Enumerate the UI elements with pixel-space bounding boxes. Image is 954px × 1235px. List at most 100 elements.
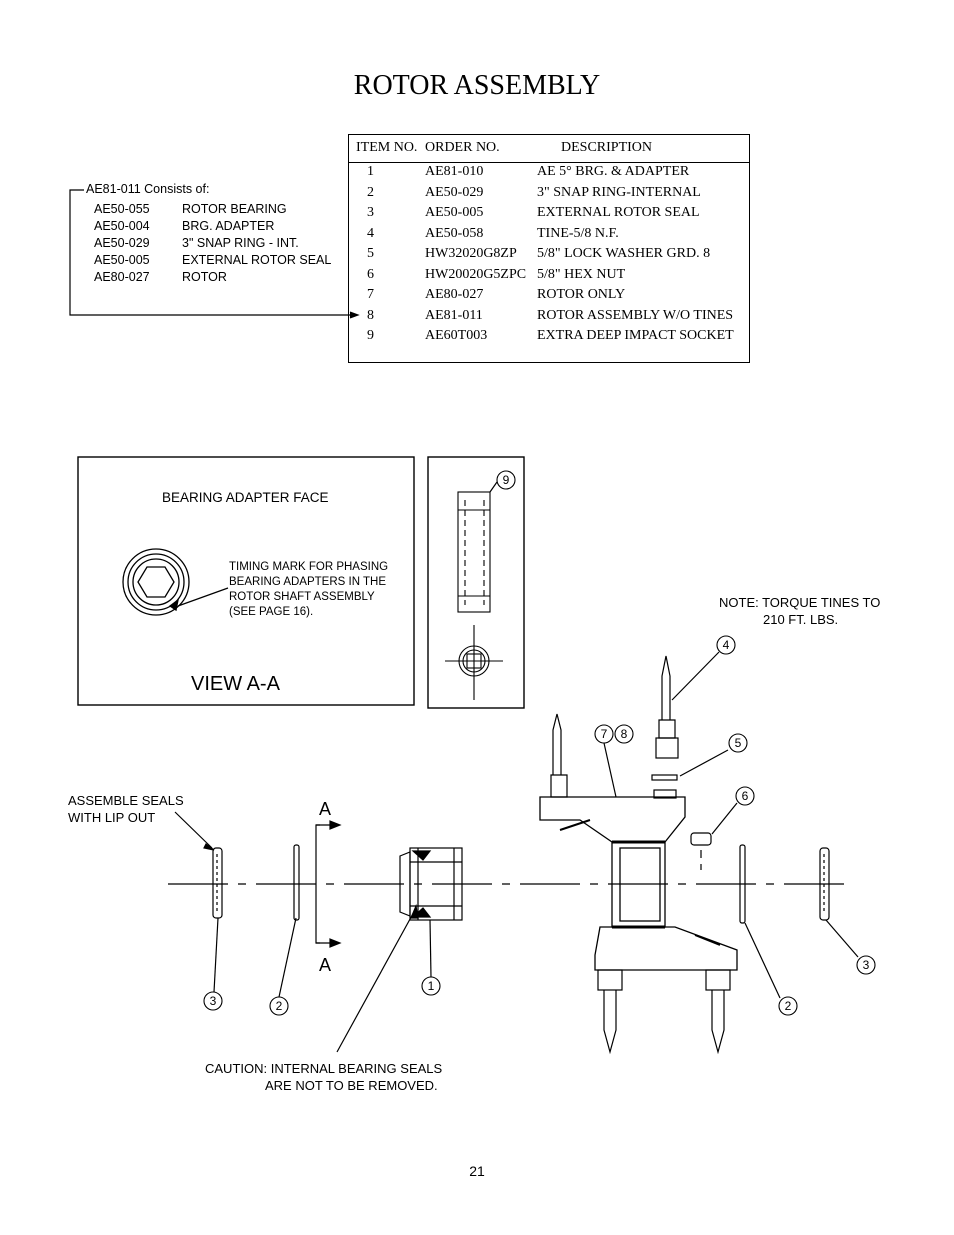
callout-78-leader bbox=[603, 742, 617, 798]
description: EXTERNAL ROTOR SEAL bbox=[537, 205, 700, 220]
table-header: ITEM NO. ORDER NO. DESCRIPTION bbox=[349, 135, 749, 163]
part-code: AE50-055 bbox=[94, 202, 150, 216]
item-no: 7 bbox=[367, 287, 374, 302]
list-item: AE50-029 3" SNAP RING - INT. bbox=[94, 236, 299, 250]
item-no: 2 bbox=[367, 184, 374, 200]
callout-3-balloon-right bbox=[856, 955, 876, 975]
socket-view-frame bbox=[427, 456, 525, 709]
callout-2-number-right: 2 bbox=[785, 999, 792, 1013]
callout-7-number: 7 bbox=[601, 727, 608, 741]
part-code: AE80-027 bbox=[94, 270, 150, 284]
item-no: 3 bbox=[367, 205, 374, 220]
callout-5-leader bbox=[679, 749, 729, 777]
callout-3-number-right: 3 bbox=[863, 958, 870, 972]
callout-7-balloon bbox=[594, 724, 614, 744]
item-no: 1 bbox=[367, 164, 374, 179]
item-no: 8 bbox=[367, 307, 374, 323]
caution-leader bbox=[336, 909, 416, 1053]
callout-4-balloon bbox=[716, 635, 736, 655]
table-row: 7 AE80-027 ROTOR ONLY bbox=[349, 287, 749, 307]
callout-6-leader bbox=[711, 802, 738, 835]
tine-lower-right bbox=[705, 969, 731, 1055]
callout-2-balloon-left bbox=[269, 996, 289, 1016]
hex-nut bbox=[690, 832, 712, 846]
timing-note-line-1: TIMING MARK FOR PHASING bbox=[229, 561, 388, 573]
header-order-no: ORDER NO. bbox=[425, 140, 500, 155]
part-name: EXTERNAL ROTOR SEAL bbox=[182, 253, 332, 267]
part-name: ROTOR BEARING bbox=[182, 202, 287, 216]
order-no: HW20020G5ZPC bbox=[425, 266, 527, 282]
callout-8-balloon bbox=[614, 724, 634, 744]
section-arrow-bottom bbox=[316, 938, 342, 948]
section-letter-top: A bbox=[319, 799, 331, 819]
snap-ring-right bbox=[739, 844, 746, 924]
callout-2-left-leader bbox=[278, 917, 297, 998]
description: TINE-5/8 N.F. bbox=[537, 225, 619, 241]
order-no: AE50-029 bbox=[425, 184, 484, 200]
part-code: AE50-005 bbox=[94, 253, 150, 267]
list-item: AE80-027 ROTOR bbox=[94, 270, 227, 284]
consists-heading: AE81-011 Consists of: bbox=[86, 182, 210, 196]
external-rotor-seal-right bbox=[819, 847, 830, 921]
section-arrow-top bbox=[316, 820, 342, 830]
callout-1-balloon bbox=[421, 976, 441, 996]
assemble-leader bbox=[174, 811, 213, 849]
assemble-note-line-2: WITH LIP OUT bbox=[68, 810, 155, 825]
callout-3-number-left: 3 bbox=[210, 994, 217, 1008]
description: AE 5° BRG. & ADAPTER bbox=[537, 164, 690, 179]
lock-washer bbox=[651, 774, 678, 781]
item-no: 4 bbox=[367, 225, 374, 241]
torque-note-line-1: NOTE: TORQUE TINES TO bbox=[719, 595, 880, 610]
header-item-no: ITEM NO. bbox=[356, 140, 418, 155]
section-letter-bottom: A bbox=[319, 955, 331, 975]
order-no: AE80-027 bbox=[425, 287, 484, 302]
callout-5-number: 5 bbox=[735, 736, 742, 750]
description: ROTOR ONLY bbox=[537, 287, 626, 302]
timing-note-line-2: BEARING ADAPTERS IN THE bbox=[229, 576, 386, 588]
callout-1-number: 1 bbox=[428, 979, 435, 993]
tine-upper-left bbox=[550, 713, 568, 798]
callout-9-balloon bbox=[496, 470, 516, 490]
view-aa-frame bbox=[77, 456, 415, 706]
callout-6-number: 6 bbox=[742, 789, 749, 803]
part-name: 3" SNAP RING - INT. bbox=[182, 236, 299, 250]
callout-9-number: 9 bbox=[503, 473, 510, 487]
order-no: AE81-011 bbox=[425, 307, 483, 323]
callout-4-leader bbox=[671, 651, 720, 701]
timing-mark-leader bbox=[177, 587, 229, 607]
description: 3" SNAP RING-INTERNAL bbox=[537, 184, 701, 200]
consists-leader-line bbox=[69, 189, 356, 316]
caution-note-line-1: CAUTION: INTERNAL BEARING SEALS bbox=[205, 1061, 443, 1076]
view-aa-label: VIEW A-A bbox=[191, 673, 281, 695]
bearing-adapter-face bbox=[122, 548, 190, 616]
torque-note-line-2: 210 FT. LBS. bbox=[763, 612, 838, 627]
rotor-body bbox=[539, 796, 738, 971]
bearing-adapter-face-label: BEARING ADAPTER FACE bbox=[162, 490, 329, 505]
table-row: 2 AE50-029 3" SNAP RING-INTERNAL bbox=[349, 185, 749, 205]
part-name: ROTOR bbox=[182, 270, 227, 284]
part-code: AE50-004 bbox=[94, 219, 150, 233]
callout-5-balloon bbox=[728, 733, 748, 753]
callout-8-number: 8 bbox=[621, 727, 628, 741]
order-no: AE60T003 bbox=[425, 328, 488, 343]
timing-note-line-3: ROTOR SHAFT ASSEMBLY bbox=[229, 591, 375, 603]
callout-1-leader bbox=[429, 919, 432, 978]
assemble-note-line-1: ASSEMBLE SEALS bbox=[68, 793, 184, 808]
part-code: AE50-029 bbox=[94, 236, 150, 250]
description: 5/8" LOCK WASHER GRD. 8 bbox=[537, 246, 711, 261]
item-no: 9 bbox=[367, 328, 374, 343]
order-no: AE50-005 bbox=[425, 205, 484, 220]
tine-lower-left bbox=[597, 969, 623, 1055]
callout-2-number-left: 2 bbox=[276, 999, 283, 1013]
page-number: 21 bbox=[469, 1163, 485, 1179]
order-no: AE50-058 bbox=[425, 225, 484, 241]
consists-leader-arrow bbox=[349, 311, 360, 319]
description: 5/8" HEX NUT bbox=[537, 266, 626, 282]
header-description: DESCRIPTION bbox=[561, 140, 653, 155]
